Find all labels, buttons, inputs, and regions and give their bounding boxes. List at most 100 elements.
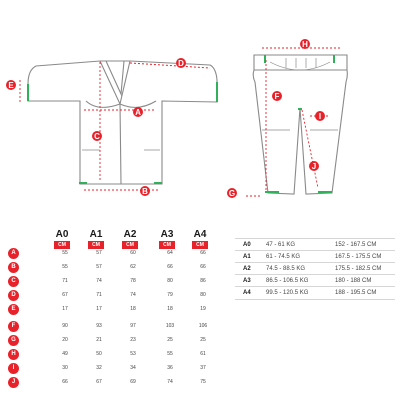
- measurement-label: I: [8, 363, 19, 374]
- measurement-label: H: [8, 349, 19, 360]
- pants-label-h: H: [300, 39, 310, 49]
- weight-size-code: A2: [243, 266, 251, 272]
- size-header-a2: A2: [123, 229, 137, 240]
- label-f-text: F: [275, 92, 280, 101]
- height-range: 152 - 167.5 CM: [335, 242, 377, 248]
- measurement-label: A: [8, 248, 19, 259]
- label-j-text: J: [312, 162, 316, 171]
- measurement-cell: 71: [96, 292, 102, 298]
- label-h-text: H: [302, 40, 308, 49]
- measurement-label: C: [8, 276, 19, 287]
- row-divider: [235, 238, 395, 239]
- measurement-cell: 55: [62, 264, 68, 270]
- size-header-a4: A4: [193, 229, 207, 240]
- unit-badge: CM: [192, 241, 208, 249]
- row-divider: [235, 286, 395, 287]
- size-header-a0: A0: [55, 229, 69, 240]
- unit-badge: CM: [122, 241, 138, 249]
- jacket-label-d: D: [176, 58, 186, 68]
- measurement-cell: 64: [167, 250, 173, 256]
- measurement-cell: 66: [62, 379, 68, 385]
- measurement-label: B: [8, 262, 19, 273]
- label-g-text: G: [229, 189, 235, 198]
- height-range: 180 - 188 CM: [335, 278, 372, 284]
- row-divider: [235, 262, 395, 263]
- jacket-measure-lines: [19, 62, 211, 191]
- weight-size-code: A3: [243, 278, 251, 284]
- weight-size-code: A4: [243, 290, 251, 296]
- pants-label-j: J: [309, 161, 319, 171]
- measurement-cell: 71: [62, 278, 68, 284]
- pants-label-i: I: [315, 111, 325, 121]
- jacket-drawing: [27, 60, 218, 185]
- measurement-cell: 66: [167, 264, 173, 270]
- unit-badge: CM: [159, 241, 175, 249]
- label-a-text: A: [135, 108, 141, 117]
- measurement-cell: 97: [130, 323, 136, 329]
- height-range: 175.5 - 182.5 CM: [335, 266, 382, 272]
- measurement-cell: 90: [62, 323, 68, 329]
- label-i-text: I: [319, 112, 321, 121]
- measurement-cell: 37: [200, 365, 206, 371]
- weight-range: 47 - 61 KG: [266, 242, 296, 248]
- measurement-cell: 61: [200, 351, 206, 357]
- measurement-cell: 78: [130, 278, 136, 284]
- measurement-cell: 74: [167, 379, 173, 385]
- measurement-cell: 62: [130, 264, 136, 270]
- row-divider: [235, 299, 395, 300]
- measurement-cell: 55: [167, 351, 173, 357]
- measurement-cell: 66: [200, 264, 206, 270]
- measurement-cell: 20: [62, 337, 68, 343]
- measurement-cell: 25: [167, 337, 173, 343]
- measurement-cell: 18: [130, 306, 136, 312]
- size-header-a3: A3: [160, 229, 174, 240]
- unit-badge: CM: [88, 241, 104, 249]
- measurement-cell: 60: [130, 250, 136, 256]
- measurement-cell: 103: [165, 323, 175, 329]
- measurement-cell: 57: [96, 264, 102, 270]
- measurement-cell: 66: [200, 250, 206, 256]
- label-d-text: D: [178, 59, 184, 68]
- height-range: 167.5 - 175.5 CM: [335, 254, 382, 260]
- measurement-cell: 50: [96, 351, 102, 357]
- pants-drawing: [252, 54, 348, 195]
- measurement-cell: 93: [96, 323, 102, 329]
- measurement-label: E: [8, 304, 19, 315]
- size-header-a1: A1: [89, 229, 103, 240]
- label-b-text: B: [142, 187, 148, 196]
- label-c-text: C: [94, 132, 100, 141]
- jacket-label-a: A: [133, 107, 143, 117]
- weight-range: 74.5 - 88.5 KG: [266, 266, 306, 272]
- weight-range: 61 - 74.5 KG: [266, 254, 301, 260]
- measurement-cell: 53: [130, 351, 136, 357]
- measurement-cell: 80: [167, 278, 173, 284]
- row-divider: [235, 274, 395, 275]
- measurement-cell: 19: [200, 306, 206, 312]
- measurement-label: G: [8, 335, 19, 346]
- measurement-cell: 57: [96, 250, 102, 256]
- measurement-cell: 79: [167, 292, 173, 298]
- measurement-cell: 80: [200, 292, 206, 298]
- measurement-cell: 34: [130, 365, 136, 371]
- measurement-cell: 106: [198, 323, 208, 329]
- row-divider: [235, 250, 395, 251]
- measurement-cell: 74: [130, 292, 136, 298]
- measurement-cell: 17: [62, 306, 68, 312]
- measurement-label: J: [8, 377, 19, 388]
- measurement-diagram: E D A C B H F: [6, 39, 348, 198]
- weight-size-code: A1: [243, 254, 251, 260]
- label-e-text: E: [8, 81, 14, 90]
- measurement-cell: 67: [62, 292, 68, 298]
- measurement-cell: 32: [96, 365, 102, 371]
- jacket-markers: [27, 82, 218, 184]
- measurement-cell: 36: [167, 365, 173, 371]
- measurement-cell: 49: [62, 351, 68, 357]
- jacket-label-c: C: [92, 131, 102, 141]
- weight-range: 99.5 - 120.5 KG: [266, 290, 309, 296]
- weight-size-code: A0: [243, 242, 251, 248]
- jacket-label-e: E: [6, 80, 16, 90]
- measurement-cell: 74: [96, 278, 102, 284]
- unit-badge: CM: [54, 241, 70, 249]
- measurement-cell: 86: [200, 278, 206, 284]
- measurement-cell: 67: [96, 379, 102, 385]
